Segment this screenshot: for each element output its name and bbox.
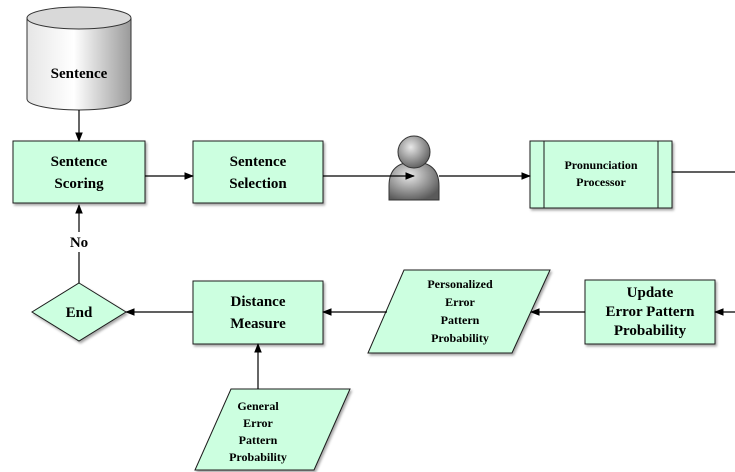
sentence-scoring-line-2: Scoring <box>54 176 104 192</box>
personalized-error-pattern-line-2: Error <box>445 295 475 309</box>
general-error-pattern-data: General Error Pattern Probability <box>194 388 351 471</box>
sentence-selection-box: Sentence Selection <box>192 140 324 204</box>
update-error-pattern-line-2: Error Pattern <box>606 304 696 320</box>
update-error-pattern-line-1: Update <box>627 285 674 301</box>
sentence-database: Sentence <box>26 6 132 111</box>
sentence-selection-line-2: Selection <box>229 176 287 192</box>
end-decision: End <box>31 282 127 342</box>
general-error-pattern-line-4: Probability <box>229 450 287 464</box>
database-icon <box>26 6 132 111</box>
general-error-pattern-line-1: General <box>237 399 279 413</box>
update-error-pattern-box: Update Error Pattern Probability <box>584 279 716 345</box>
general-error-pattern-line-2: Error <box>243 416 273 430</box>
pronunciation-processor-line-1: Pronunciation <box>564 158 637 172</box>
distance-measure-box: Distance Measure <box>192 280 324 345</box>
general-error-pattern-line-3: Pattern <box>239 433 278 447</box>
distance-measure-line-1: Distance <box>231 294 286 310</box>
end-label: End <box>66 305 93 321</box>
connectors <box>75 110 735 389</box>
personalized-error-pattern-line-3: Pattern <box>441 313 480 327</box>
sentence-selection-line-1: Sentence <box>230 154 287 170</box>
sentence-database-label: Sentence <box>51 66 108 82</box>
personalized-error-pattern-data: Personalized Error Pattern Probability <box>367 269 551 354</box>
personalized-error-pattern-line-1: Personalized <box>427 277 493 291</box>
personalized-error-pattern-line-4: Probability <box>431 331 489 345</box>
no-edge-label: No <box>70 235 88 251</box>
sentence-scoring-box: Sentence Scoring <box>12 140 146 204</box>
user-icon <box>388 135 440 201</box>
pronunciation-processor-line-2: Processor <box>576 175 626 189</box>
pronunciation-processor-box: Pronunciation Processor <box>529 140 673 209</box>
distance-measure-line-2: Measure <box>230 316 286 332</box>
sentence-scoring-line-1: Sentence <box>51 154 108 170</box>
update-error-pattern-line-3: Probability <box>614 323 687 339</box>
